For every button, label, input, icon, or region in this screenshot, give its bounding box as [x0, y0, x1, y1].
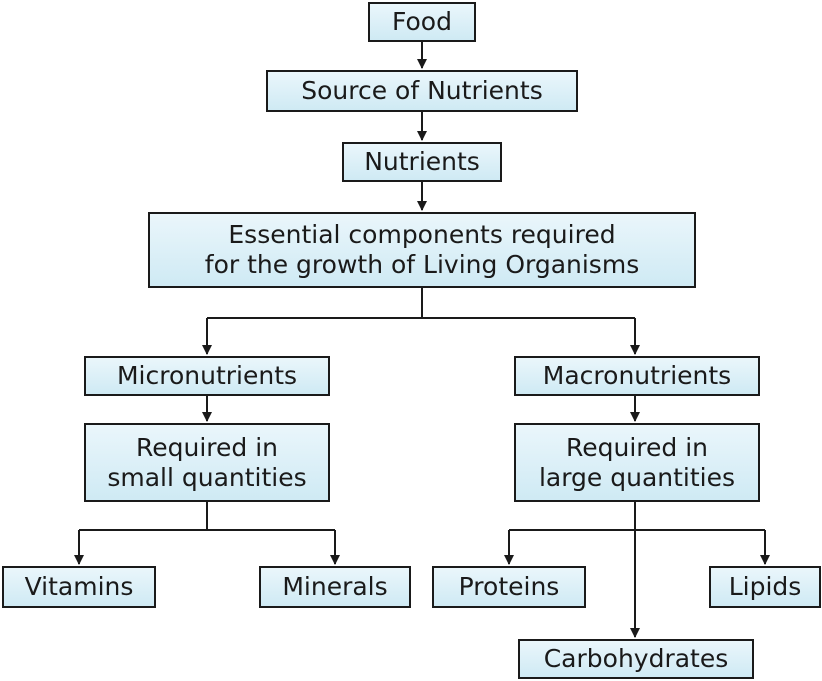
- node-macronutrients: Macronutrients: [514, 356, 760, 396]
- node-small-quantities: Required in small quantities: [84, 423, 330, 502]
- node-lipids: Lipids: [709, 566, 821, 608]
- node-vitamins: Vitamins: [2, 566, 156, 608]
- node-essential-components: Essential components required for the gr…: [148, 212, 696, 288]
- node-macronutrients-label: Macronutrients: [542, 361, 732, 390]
- node-food-label: Food: [392, 7, 452, 36]
- node-proteins-label: Proteins: [458, 572, 560, 601]
- node-small-label: Required in small quantities: [107, 432, 307, 492]
- node-micronutrients-label: Micronutrients: [116, 361, 298, 390]
- node-essential-label: Essential components required for the gr…: [204, 220, 640, 279]
- node-proteins: Proteins: [432, 566, 586, 608]
- node-vitamins-label: Vitamins: [24, 572, 134, 601]
- node-large-label: Required in large quantities: [538, 432, 736, 492]
- node-micronutrients: Micronutrients: [84, 356, 330, 396]
- node-large-quantities: Required in large quantities: [514, 423, 760, 502]
- node-source-label: Source of Nutrients: [301, 76, 543, 105]
- node-carbohydrates: Carbohydrates: [518, 639, 754, 679]
- node-nutrients-label: Nutrients: [364, 147, 480, 176]
- node-lipids-label: Lipids: [728, 572, 802, 601]
- node-food: Food: [368, 2, 476, 42]
- node-carbohydrates-label: Carbohydrates: [543, 644, 729, 673]
- node-nutrients: Nutrients: [342, 142, 502, 182]
- node-minerals: Minerals: [259, 566, 411, 608]
- node-minerals-label: Minerals: [282, 572, 388, 601]
- node-source-of-nutrients: Source of Nutrients: [266, 70, 578, 112]
